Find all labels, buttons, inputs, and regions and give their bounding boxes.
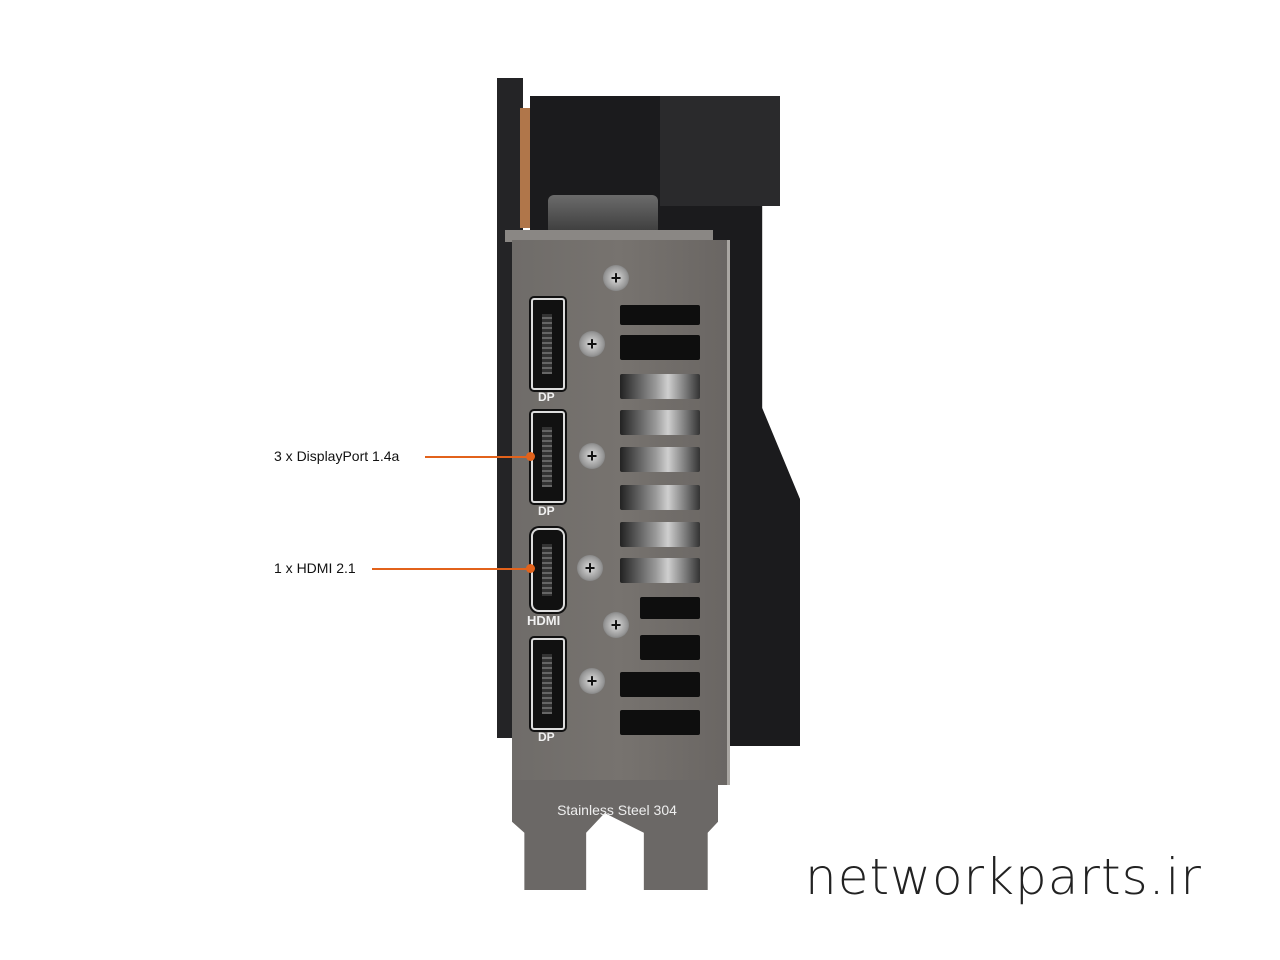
bracket-material-label: Stainless Steel 304 <box>557 802 677 818</box>
shroud-panel <box>660 96 780 206</box>
screw-icon: + <box>579 668 605 694</box>
watermark-logo: networkparts.ir <box>805 848 1202 906</box>
vent <box>620 374 700 399</box>
hdmi-logo: HDMI <box>527 613 561 628</box>
annotation-line <box>372 568 530 570</box>
vent <box>620 710 700 735</box>
vent <box>620 410 700 435</box>
vent <box>640 597 700 619</box>
vent <box>620 522 700 547</box>
vent <box>620 558 700 583</box>
vent <box>620 672 700 697</box>
vent <box>620 447 700 472</box>
screw-icon: + <box>579 443 605 469</box>
bracket-flange <box>505 230 713 242</box>
displayport-annotation: 3 x DisplayPort 1.4a <box>274 448 400 464</box>
displayport-logo: DP <box>538 390 555 404</box>
vent <box>620 305 700 325</box>
annotation-line <box>425 456 530 458</box>
vent <box>640 635 700 660</box>
screw-icon: + <box>603 612 629 638</box>
displayport-logo: DP <box>538 504 555 518</box>
screw-icon: + <box>577 555 603 581</box>
vent <box>620 485 700 510</box>
heatsink <box>548 195 658 235</box>
displayport-2 <box>531 411 565 503</box>
annotation-dot <box>526 564 535 573</box>
bracket-tab <box>512 780 718 890</box>
displayport-3 <box>531 638 565 730</box>
hdmi-annotation: 1 x HDMI 2.1 <box>274 560 356 576</box>
annotation-dot <box>526 452 535 461</box>
displayport-1 <box>531 298 565 390</box>
hdmi-port <box>531 528 565 612</box>
pcb-edge <box>520 108 530 228</box>
displayport-logo: DP <box>538 730 555 744</box>
vent <box>620 335 700 360</box>
screw-icon: + <box>579 331 605 357</box>
screw-icon: + <box>603 265 629 291</box>
